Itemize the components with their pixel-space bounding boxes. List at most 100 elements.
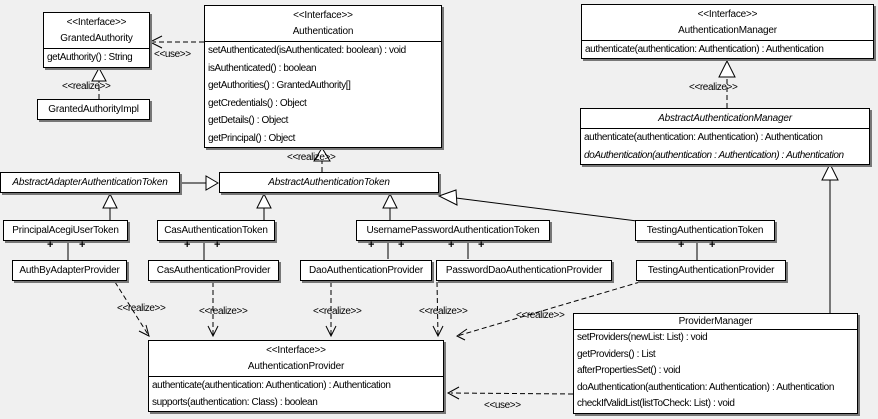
method: getDetails() : Object (208, 115, 288, 126)
realize-label: <<realize>> (117, 303, 166, 314)
class-name: GrantedAuthorityImpl (48, 104, 139, 115)
method: supports(authentication: Class) : boolea… (152, 397, 318, 408)
edge-realize-authbyadapterprovider (114, 281, 150, 337)
method: getAuthorities() : GrantedAuthority[] (208, 80, 351, 91)
class-abstract-authentication-manager: AbstractAuthenticationManager authentica… (580, 108, 870, 165)
method: getCredentials() : Object (208, 97, 307, 109)
realize-label: <<realize>> (516, 310, 565, 321)
class-abstract-authentication-token: AbstractAuthenticationToken (219, 172, 439, 193)
stereotype: <<Interface>> (266, 345, 326, 356)
method: authenticate(authentication: Authenticat… (152, 380, 391, 391)
edge-realize-casauthenticationprovider (207, 282, 219, 338)
method: afterPropertiesSet() : void (577, 365, 681, 377)
method-abstract: doAuthentication(authentication : Authen… (584, 149, 844, 161)
class-provider-manager: ProviderManager setProviders(newList: Li… (573, 313, 858, 414)
method: getAuthority() : String (47, 52, 133, 63)
class-abstract-adapter-authentication-token: AbstractAdapterAuthenticationToken (0, 172, 180, 193)
class-testing-authentication-token: TestingAuthenticationToken (635, 220, 775, 241)
class-name: ProviderManager (678, 316, 753, 327)
class-name: AuthenticationManager (678, 25, 777, 36)
multiplicity-label: + (448, 239, 455, 251)
class-name: CasAuthenticationToken (164, 225, 268, 236)
method: setProviders(newList: List) : void (577, 332, 708, 343)
realize-label: <<realize>> (62, 81, 111, 92)
class-name: Authentication (292, 26, 354, 37)
multiplicity-label: + (398, 239, 405, 251)
class-cas-authentication-token: CasAuthenticationToken (157, 220, 275, 241)
edge-extends-casauthenticationtoken (256, 192, 272, 220)
class-password-dao-authentication-provider: PasswordDaoAuthenticationProvider (436, 260, 612, 281)
use-label: <<use>> (484, 400, 521, 411)
method: checkIfValidList(listToCheck: List) : vo… (577, 398, 735, 410)
multiplicity-label: + (214, 239, 221, 251)
class-dao-authentication-provider: DaoAuthenticationProvider (300, 260, 432, 281)
method: authenticate(authentication: Authenticat… (584, 132, 823, 143)
realize-label: <<realize>> (313, 306, 362, 317)
class-name: AbstractAdapterAuthenticationToken (12, 177, 168, 188)
class-name: DaoAuthenticationProvider (309, 265, 423, 276)
method: doAuthentication(authentication: Authent… (577, 381, 834, 393)
method: authenticate(authentication: Authenticat… (585, 44, 824, 55)
stereotype: <<Interface>> (66, 17, 127, 28)
edge-extends-testingauthenticationtoken (437, 189, 638, 222)
edge-realize-abstractauthenticationtoken (313, 147, 331, 172)
edge-extends-principalacegiusertoken (102, 192, 118, 220)
class-testing-authentication-provider: TestingAuthenticationProvider (636, 260, 786, 281)
multiplicity-label: + (709, 239, 716, 251)
class-header: AbstractAuthenticationManager (581, 109, 869, 129)
method: getPrincipal() : Object (208, 132, 295, 144)
class-name: GrantedAuthority (60, 33, 133, 44)
realize-label: <<realize>> (689, 82, 738, 93)
class-cas-authentication-provider: CasAuthenticationProvider (148, 260, 279, 281)
edge-extends-abstractadapter (179, 175, 219, 191)
class-name: PasswordDaoAuthenticationProvider (445, 265, 603, 276)
use-label: <<use>> (154, 49, 191, 60)
class-name: PrincipalAcegiUserToken (12, 225, 119, 236)
method: isAuthenticated() : boolean (208, 62, 317, 74)
edge-realize-abstractauthenticationmanager (718, 59, 736, 108)
class-username-password-authentication-token: UsernamePasswordAuthenticationToken (356, 220, 550, 241)
class-header: <<Interface>> AuthenticationManager (582, 5, 873, 41)
edge-extends-providermanager (821, 162, 839, 313)
class-name: AuthByAdapterProvider (19, 265, 120, 276)
class-name: TestingAuthenticationProvider (647, 265, 775, 276)
class-principal-acegi-user-token: PrincipalAcegiUserToken (3, 220, 128, 241)
class-header: ProviderManager (574, 314, 857, 330)
class-auth-by-adapter-provider: AuthByAdapterProvider (12, 260, 127, 281)
class-authentication-manager: <<Interface>> AuthenticationManager auth… (581, 4, 874, 59)
edge-realize-daoauthenticationprovider (325, 282, 337, 338)
class-name: TestingAuthenticationToken (646, 225, 764, 236)
multiplicity-label: + (184, 239, 191, 251)
stereotype: <<Interface>> (293, 10, 353, 21)
class-header: <<Interface>> GrantedAuthority (44, 13, 149, 49)
class-header: <<Interface>> AuthenticationProvider (149, 341, 443, 377)
edge-realize-testingauthenticationprovider (456, 281, 641, 341)
class-granted-authority: <<Interface>> GrantedAuthority getAuthor… (43, 12, 150, 68)
class-authentication-provider: <<Interface>> AuthenticationProvider aut… (148, 340, 444, 412)
class-granted-authority-impl: GrantedAuthorityImpl (37, 99, 150, 120)
realize-label: <<realize>> (419, 306, 468, 317)
edge-realize-passworddaoprovider (432, 281, 444, 338)
stereotype: <<Interface>> (697, 9, 758, 20)
method: setAuthenticated(isAuthenticated: boolea… (208, 45, 406, 56)
method: getProviders() : List (577, 348, 656, 360)
class-name: AbstractAuthenticationToken (268, 177, 390, 188)
edge-extends-usernamepasswordtoken (382, 192, 398, 220)
edge-realize-grantedauthorityimpl (91, 66, 107, 99)
multiplicity-label: + (47, 239, 54, 251)
class-name: UsernamePasswordAuthenticationToken (366, 225, 540, 236)
edge-use-providermanager (446, 386, 574, 400)
class-name: AbstractAuthenticationManager (658, 113, 792, 124)
realize-label: <<realize>> (287, 152, 336, 163)
edge-use-authentication-grantedauthority (148, 35, 204, 49)
class-authentication: <<Interface>> Authentication setAuthenti… (204, 5, 442, 148)
class-name: CasAuthenticationProvider (156, 265, 271, 276)
realize-label: <<realize>> (199, 306, 248, 317)
class-header: <<Interface>> Authentication (205, 6, 441, 42)
class-name: AuthenticationProvider (247, 361, 345, 372)
multiplicity-label: + (478, 239, 485, 251)
multiplicity-label: + (368, 239, 375, 251)
multiplicity-label: + (79, 239, 86, 251)
